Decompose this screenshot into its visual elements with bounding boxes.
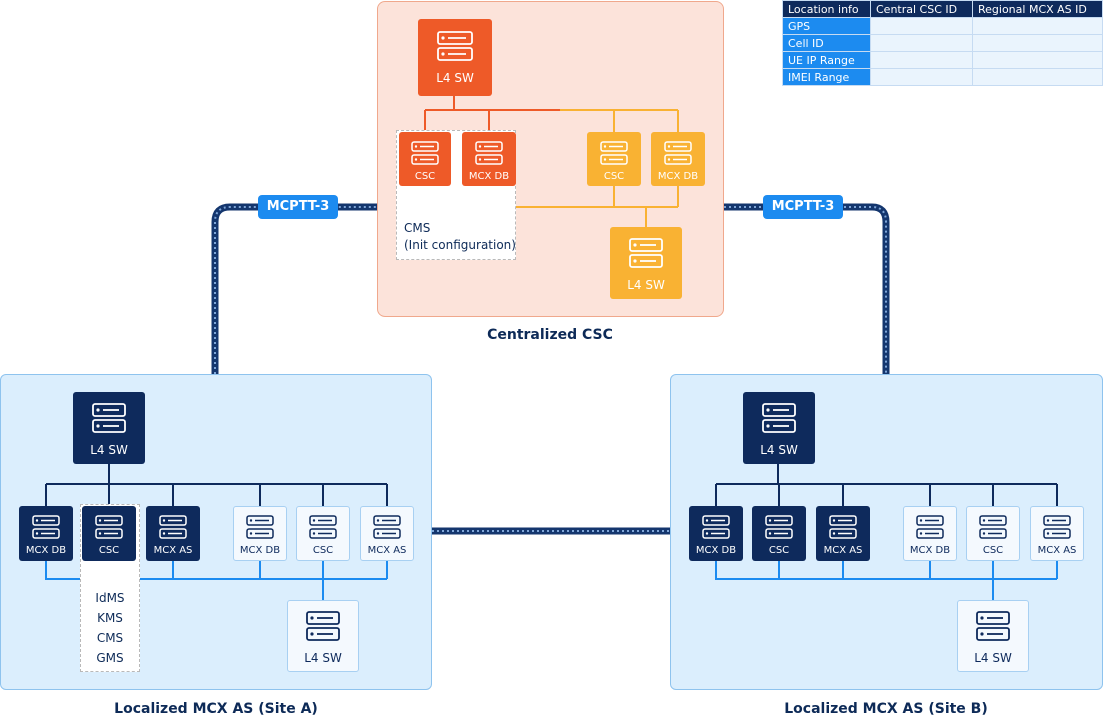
central-bottom-l4-switch[interactable]: L4 SW bbox=[610, 227, 682, 299]
node-label: MCX DB bbox=[909, 545, 951, 556]
server-icon bbox=[979, 515, 1007, 539]
server-icon bbox=[1043, 515, 1071, 539]
node-label: MCX DB bbox=[695, 545, 737, 556]
central-mcx-db-standby-label: MCX DB bbox=[657, 171, 699, 182]
site-b-caption: Localized MCX AS (Site B) bbox=[784, 701, 988, 717]
table-cell bbox=[870, 68, 973, 86]
server-icon bbox=[600, 141, 628, 165]
central-mcx-db-active[interactable]: MCX DB bbox=[462, 132, 516, 186]
server-icon bbox=[246, 515, 274, 539]
site-a-service-item: GMS bbox=[96, 651, 124, 665]
server-icon bbox=[32, 515, 60, 539]
site-b-csc-active[interactable]: CSC bbox=[752, 506, 806, 561]
server-icon bbox=[411, 141, 439, 165]
central-csc-active[interactable]: CSC bbox=[399, 132, 451, 186]
central-bottom-switch-label: L4 SW bbox=[627, 278, 665, 292]
table-cell bbox=[972, 68, 1103, 86]
site-b-top-l4-switch[interactable]: L4 SW bbox=[743, 392, 815, 464]
site-a-mcx-db-active[interactable]: MCX DB bbox=[19, 506, 73, 561]
location-info-table: Location info Central CSC ID Regional MC… bbox=[782, 0, 1103, 86]
site-b-mcx-db-standby[interactable]: MCX DB bbox=[903, 506, 957, 561]
site-b-bottom-l4-switch[interactable]: L4 SW bbox=[957, 600, 1029, 672]
table-cell bbox=[972, 34, 1103, 52]
site-a-mcx-as-active[interactable]: MCX AS bbox=[146, 506, 200, 561]
central-mcx-db-label: MCX DB bbox=[468, 171, 510, 182]
site-a-service-item: IdMS bbox=[95, 591, 125, 605]
table-row: GPS bbox=[782, 17, 1103, 35]
cms-line2: (Init configuration) bbox=[404, 238, 516, 252]
server-icon bbox=[702, 515, 730, 539]
server-icon bbox=[664, 141, 692, 165]
table-row: Cell ID bbox=[782, 34, 1103, 52]
centralized-csc-caption: Centralized CSC bbox=[487, 327, 613, 343]
central-csc-standby-label: CSC bbox=[603, 171, 625, 182]
site-b-top-switch-label: L4 SW bbox=[760, 443, 798, 457]
server-icon bbox=[437, 31, 473, 61]
server-icon bbox=[309, 515, 337, 539]
table-row: IMEI Range bbox=[782, 68, 1103, 86]
central-top-l4-switch[interactable]: L4 SW bbox=[418, 19, 492, 96]
node-label: CSC bbox=[982, 545, 1004, 556]
server-icon bbox=[306, 611, 340, 641]
server-icon bbox=[762, 403, 796, 433]
site-a-caption: Localized MCX AS (Site A) bbox=[114, 701, 318, 717]
server-icon bbox=[976, 611, 1010, 641]
node-label: CSC bbox=[312, 545, 334, 556]
node-label: CSC bbox=[768, 545, 790, 556]
site-a-bottom-l4-switch[interactable]: L4 SW bbox=[287, 600, 359, 672]
central-top-switch-label: L4 SW bbox=[436, 71, 474, 85]
node-label: MCX AS bbox=[153, 545, 193, 556]
site-a-service-item: KMS bbox=[97, 611, 123, 625]
central-csc-standby[interactable]: CSC bbox=[587, 132, 641, 186]
site-b-bottom-switch-label: L4 SW bbox=[974, 651, 1012, 665]
server-icon bbox=[765, 515, 793, 539]
server-icon bbox=[629, 238, 663, 268]
server-icon bbox=[92, 403, 126, 433]
table-header-cell: Central CSC ID bbox=[870, 0, 973, 18]
table-row-label: UE IP Range bbox=[782, 51, 871, 69]
site-a-csc-standby[interactable]: CSC bbox=[296, 506, 350, 561]
table-row-label: GPS bbox=[782, 17, 871, 35]
table-row-label: IMEI Range bbox=[782, 68, 871, 86]
table-cell bbox=[870, 34, 973, 52]
site-a-mcx-db-standby[interactable]: MCX DB bbox=[233, 506, 287, 561]
node-label: MCX AS bbox=[367, 545, 407, 556]
site-a-top-switch-label: L4 SW bbox=[90, 443, 128, 457]
server-icon bbox=[373, 515, 401, 539]
server-icon bbox=[95, 515, 123, 539]
site-a-mcx-as-standby[interactable]: MCX AS bbox=[360, 506, 414, 561]
server-icon bbox=[159, 515, 187, 539]
node-label: MCX DB bbox=[25, 545, 67, 556]
server-icon bbox=[475, 141, 503, 165]
site-a-service-item: CMS bbox=[96, 631, 124, 645]
central-csc-label: CSC bbox=[414, 171, 436, 182]
table-header-cell: Location info bbox=[782, 0, 871, 18]
site-b-mcx-db-active[interactable]: MCX DB bbox=[689, 506, 743, 561]
table-cell bbox=[972, 17, 1103, 35]
node-label: MCX AS bbox=[1037, 545, 1077, 556]
site-b-mcx-as-active[interactable]: MCX AS bbox=[816, 506, 870, 561]
server-icon bbox=[829, 515, 857, 539]
node-label: CSC bbox=[98, 545, 120, 556]
mcptt-right-label: MCPTT-3 bbox=[763, 195, 843, 219]
server-icon bbox=[916, 515, 944, 539]
table-cell bbox=[972, 51, 1103, 69]
site-a-csc-active[interactable]: CSC bbox=[82, 506, 136, 561]
node-label: MCX DB bbox=[239, 545, 281, 556]
mcptt-left-label: MCPTT-3 bbox=[258, 195, 338, 219]
site-b-csc-standby[interactable]: CSC bbox=[966, 506, 1020, 561]
site-a-bottom-switch-label: L4 SW bbox=[304, 651, 342, 665]
central-mcx-db-standby[interactable]: MCX DB bbox=[651, 132, 705, 186]
cms-line1: CMS bbox=[404, 221, 431, 235]
site-b-mcx-as-standby[interactable]: MCX AS bbox=[1030, 506, 1084, 561]
site-a-top-l4-switch[interactable]: L4 SW bbox=[73, 392, 145, 464]
node-label: MCX AS bbox=[823, 545, 863, 556]
